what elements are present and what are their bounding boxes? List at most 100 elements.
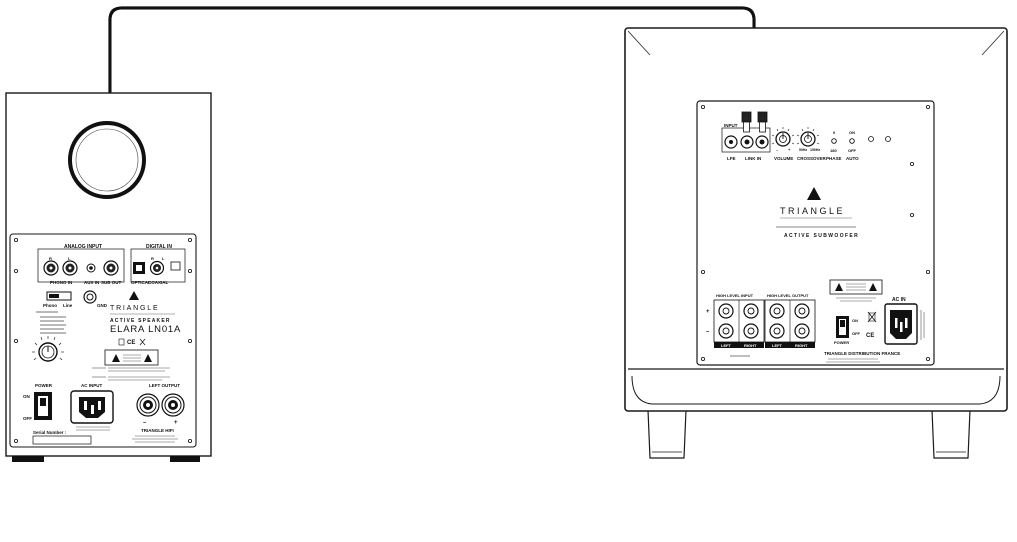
phase-0-label: 0 [833,130,836,135]
speaker-on-label: ON [23,394,30,399]
hl-output-terminals[interactable] [764,299,816,343]
volume-max-label: + [788,147,791,152]
aux-in-label: AUX IN [84,280,99,285]
serial-number-box [32,435,92,445]
crossover-low-label: 50Hz [799,148,807,152]
crossover-label: CROSSOVER [797,156,827,161]
sub-power-switch[interactable] [836,316,849,338]
binding-post-minus[interactable] [136,393,160,417]
line-label: Line [63,303,73,308]
speaker-model: ELARA LN01A [110,324,181,335]
volume-min-label: – [776,147,779,152]
ground-terminal[interactable] [83,290,97,304]
level-knob[interactable] [38,342,58,362]
optical-input[interactable] [133,262,145,274]
sub-warning-text-lines [836,283,876,302]
serial-number-label: Serial Number : [33,430,67,435]
speaker-power-label: POWER [35,383,53,388]
sub-back-panel [696,100,935,366]
speaker-foot-right [170,456,200,462]
speaker-ac-inlet[interactable] [70,390,114,424]
hl-output-left-tag [765,342,790,348]
company-address-lines [132,435,178,443]
volume-knob-ticks [771,127,795,145]
speaker-brand: TRIANGLE [110,305,159,312]
ac-rating-vertical-text [920,310,925,340]
sub-rca-plugs [741,111,768,133]
triangle-logo-icon [129,291,139,300]
lfe-rca[interactable] [724,135,738,149]
panel-screws [13,237,192,443]
phase-180-label: 180 [830,148,837,153]
lfe-label: LFE [727,156,736,161]
channel-l-label: L [68,256,71,261]
speaker-company: TRIANGLE HIFI [141,428,174,433]
speaker-off-label: OFF [23,416,32,421]
volume-knob[interactable] [775,131,791,147]
hl-input-right-tag [739,342,764,348]
sub-on-label: ON [852,318,858,323]
extra-jacks[interactable] [868,136,891,142]
phono-in-label: PHONO IN [50,280,72,285]
warning-label [104,349,159,366]
speaker-ce-mark: CE [127,340,135,346]
phase-switch[interactable] [831,138,837,144]
active-speaker: ANALOG INPUT R L PHONO IN AUX IN SUB OUT… [5,92,212,462]
sub-ac-in-label: AC IN [892,297,906,303]
coaxial-input[interactable] [149,260,165,276]
analog-input-label: ANALOG INPUT [64,244,102,250]
sub-input-label: INPUT [724,123,738,128]
speaker-foot-left [12,456,44,462]
sub-out-rca[interactable] [103,260,119,276]
weee-bin-icon [118,338,125,346]
auto-label: AUTO [846,156,859,161]
optical-label: OPTICAL [131,280,151,285]
sub-foot-right [931,409,971,459]
phono-in-rca-right[interactable] [43,260,59,276]
sub-ac-inlet[interactable] [884,303,918,345]
sub-panel-screws [701,105,931,361]
hl-input-right-text: RIGHT [744,343,757,348]
warning-text-lines [92,354,170,381]
aux-in-jack[interactable] [86,263,96,273]
sub-brand: TRIANGLE [780,206,845,216]
sub-power-label: POWER [834,340,849,345]
ac-info-lines [76,426,110,431]
sub-subline: ACTIVE SUBWOOFER [784,233,859,239]
binding-post-plus[interactable] [161,393,185,417]
volume-label: VOLUME [774,156,793,161]
sub-off-label: OFF [852,331,861,336]
left-output-label: LEFT OUTPUT [149,383,180,388]
auto-switch[interactable] [849,138,855,144]
digital-selector[interactable] [170,261,181,271]
speaker-subline: ACTIVE SPEAKER [110,318,171,324]
sub-ce-mark: CE [866,333,874,339]
speaker-power-switch[interactable] [34,392,52,420]
minus-sign: – [143,420,147,426]
hl-input-terminals[interactable] [713,299,765,343]
sub-triangle-logo-icon [807,187,821,200]
coaxial-label: COAXIAL [148,280,169,285]
auto-off-label: OFF [848,148,857,153]
high-level-output-label: HIGH LEVEL OUTPUT [767,293,809,298]
link-in-rca-left[interactable] [740,135,754,149]
crossover-knob-ticks [796,127,820,145]
analog-input-group [37,248,125,283]
digital-ch-label-right: L [162,256,165,261]
hl-output-right-tag [790,342,815,348]
bass-port [68,121,146,199]
hl-input-left-text: LEFT [721,343,732,348]
link-in-rca-right[interactable] [755,135,769,149]
crossover-knob[interactable] [800,131,816,147]
speaker-ac-input-label: AC INPUT [81,383,103,388]
channel-r-label: R [49,256,52,261]
input-selection-legend [36,311,66,334]
digital-in-group [130,248,186,283]
phono-in-rca-left[interactable] [62,260,78,276]
crossover-high-label: 150Hz [810,148,820,152]
hl-input-plus: + [706,309,710,315]
sub-out-label: SUB OUT [101,280,122,285]
sub-company-address-lines [826,358,880,363]
sub-weee-icon [867,311,877,323]
